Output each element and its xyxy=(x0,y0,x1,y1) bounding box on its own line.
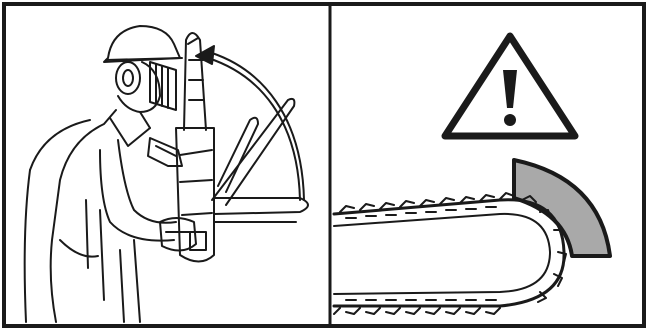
rear-hand xyxy=(159,217,197,252)
front-hand xyxy=(147,137,183,167)
chain-teeth xyxy=(333,192,567,315)
right-panel xyxy=(332,32,612,315)
bar-motion-lines xyxy=(211,97,309,223)
ear-protection xyxy=(115,61,141,95)
kickback-zone xyxy=(512,158,612,258)
helmet xyxy=(103,25,181,63)
kickback-arc-arrow xyxy=(195,45,305,201)
chain-bar xyxy=(332,192,567,315)
exclamation-triangle-icon xyxy=(441,32,579,140)
left-panel xyxy=(23,25,309,323)
operator-figure xyxy=(23,25,197,323)
chainsaw-raised xyxy=(175,32,215,263)
